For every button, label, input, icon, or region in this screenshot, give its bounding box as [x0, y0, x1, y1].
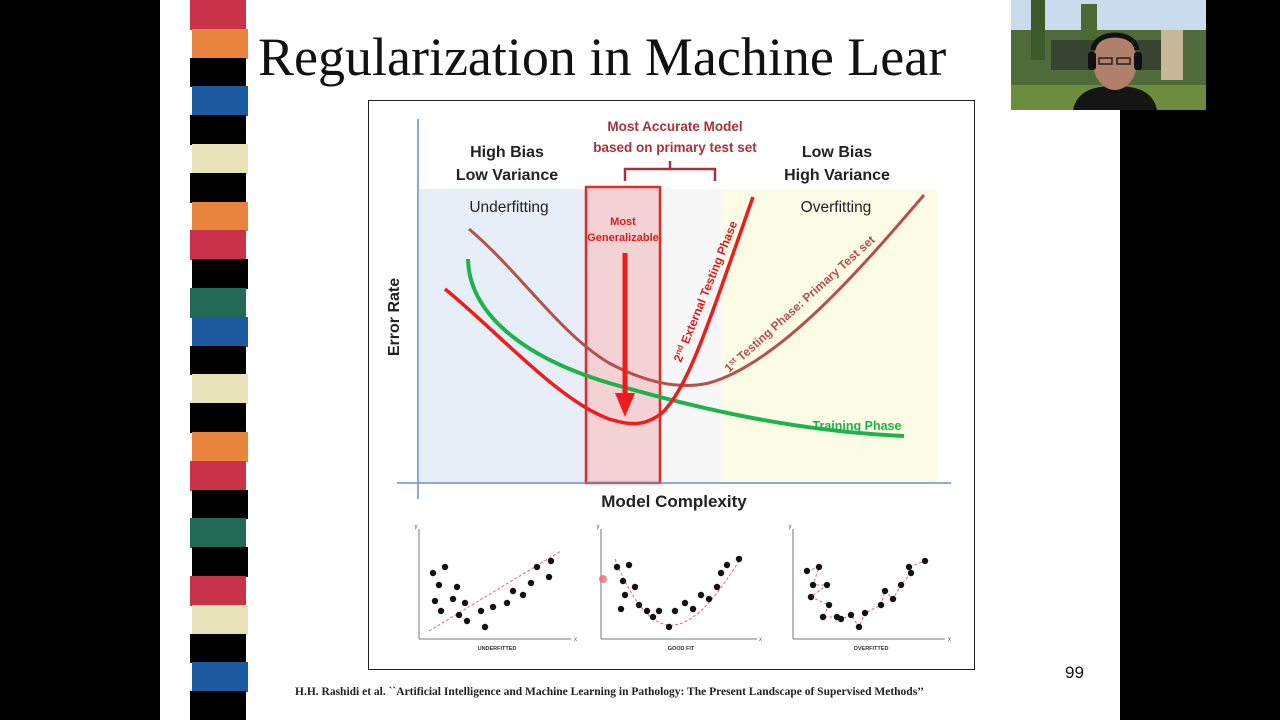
overfitting-label: Overfitting	[801, 199, 872, 216]
panel-overfitted: y x OVERFITTED	[789, 524, 952, 652]
stripe-segment	[190, 0, 246, 30]
citation: H.H. Rashidi et al. ``Artificial Intelli…	[295, 686, 924, 698]
stripe-segment	[192, 547, 248, 577]
stripe-segment	[192, 201, 248, 232]
primary-test-curve	[468, 194, 926, 387]
stripe-segment	[192, 259, 248, 289]
stripe-segment	[190, 230, 246, 261]
header-left-line1: High Bias	[470, 144, 544, 161]
overfitting-region	[721, 189, 938, 482]
underfitting-label: Underfitting	[469, 199, 548, 216]
generalizable-arrow-head	[615, 393, 635, 417]
panel-underfitted: y x UNDERFITTED	[415, 524, 578, 652]
header-center-line1: Most Accurate Model	[607, 119, 742, 134]
slide-title: Regularization in Machine Lear	[258, 27, 947, 87]
stripe-segment	[192, 374, 248, 405]
stripe-segment	[190, 518, 246, 549]
fit-curve	[614, 554, 744, 626]
generalizable-label: Generalizable	[587, 232, 659, 244]
panel-x-label: x	[948, 637, 951, 643]
stripe-segment	[190, 115, 246, 145]
stripe-segment	[190, 633, 246, 664]
header-right-line2: High Variance	[784, 167, 890, 184]
most-label: Most	[610, 216, 636, 228]
stripe-segment	[192, 489, 248, 520]
x-axis-label: Model Complexity	[601, 492, 747, 511]
page-number: 99	[1065, 663, 1084, 682]
panel-x-label: x	[759, 637, 762, 643]
stripe-segment	[190, 345, 246, 376]
header-left-line2: Low Variance	[456, 167, 558, 184]
stripe-segment	[192, 86, 248, 117]
data-points	[803, 557, 929, 631]
decorative-stripe	[190, 0, 250, 720]
data-points	[613, 555, 743, 631]
panel-label: OVERFITTED	[854, 646, 889, 652]
training-phase-label: Training Phase	[813, 419, 902, 433]
panel-label: UNDERFITTED	[478, 646, 517, 652]
stripe-segment	[190, 172, 246, 203]
regularization-figure: High Bias Low Variance Most Accurate Mod…	[368, 100, 975, 670]
stripe-segment	[192, 28, 248, 59]
panel-y-label: y	[789, 524, 792, 530]
y-axis-label: Error Rate	[386, 278, 403, 356]
stripe-segment	[190, 576, 246, 606]
slide: Regularization in Machine Lear High Bias…	[160, 0, 1120, 720]
panel-label: GOOD FIT	[668, 646, 695, 652]
stripe-segment	[192, 662, 248, 693]
underfitting-region	[419, 189, 587, 482]
stripe-segment	[192, 316, 248, 347]
figure-svg: High Bias Low Variance Most Accurate Mod…	[386, 119, 952, 652]
training-curve	[466, 258, 905, 438]
stripe-segment	[190, 691, 246, 720]
panel-y-label: y	[415, 524, 418, 530]
header-right-line1: Low Bias	[802, 144, 872, 161]
header-center-line2: based on primary test set	[593, 140, 757, 155]
webcam-overlay[interactable]	[1011, 0, 1206, 110]
panel-x-label: x	[574, 637, 577, 643]
fit-line	[428, 550, 562, 632]
stripe-segment	[190, 460, 246, 491]
top-bracket	[623, 161, 717, 181]
presenter-video-icon	[1011, 0, 1206, 110]
external-test-curve	[443, 196, 755, 426]
stripe-segment	[192, 604, 248, 635]
panel-good-fit: y x GOOD FIT	[597, 524, 763, 652]
stripe-segment	[190, 288, 246, 318]
panel-y-label: y	[597, 524, 600, 530]
data-points	[429, 557, 555, 631]
stripe-segment	[192, 432, 248, 462]
stripe-segment	[192, 144, 248, 174]
stripe-segment	[190, 57, 246, 88]
pointer-dot	[599, 575, 607, 583]
stripe-segment	[190, 403, 246, 433]
